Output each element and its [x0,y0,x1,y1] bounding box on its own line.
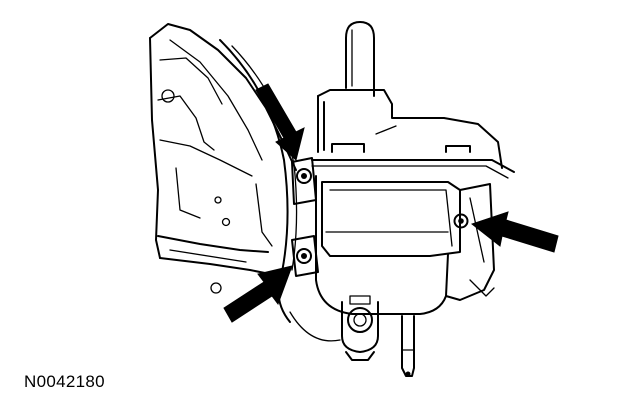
pump-outlet-stem [401,315,415,377]
figure-reference-code: N0042180 [24,372,105,391]
fender-structure [149,23,297,294]
arrow-upper-left [255,83,305,161]
washer-reservoir [311,89,515,315]
arrow-lower-left [223,265,293,323]
mounting-bracket [291,157,319,277]
filler-neck [345,21,375,97]
arrow-right [470,211,559,253]
fastener-right [453,213,469,229]
fastener-lower-left [296,248,312,264]
fastener-upper-left [296,168,312,184]
pump-connector [289,295,379,361]
